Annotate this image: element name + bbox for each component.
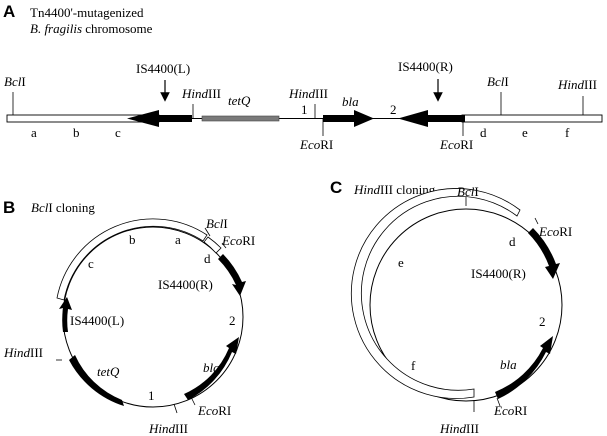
hindiii-mid-label: HindIII bbox=[288, 86, 328, 101]
plasmid-b-is4400-right-label: IS4400(R) bbox=[158, 277, 213, 292]
plasmid-b-segment-1-label: 1 bbox=[148, 388, 155, 403]
plasmid-c-segment-d-label: d bbox=[509, 234, 516, 249]
plasmid-c-bla bbox=[495, 336, 553, 399]
plasmid-b-hindiii-left-label: HindIII bbox=[3, 345, 43, 360]
plasmid-c-bla-label: bla bbox=[500, 357, 517, 372]
plasmid-c-segment-f-label: f bbox=[411, 358, 416, 373]
plasmid-b-segment-b-label: b bbox=[129, 232, 136, 247]
panel-c-title: HindIII cloning bbox=[353, 182, 436, 197]
plasmid-b-hindiii-bottom-site bbox=[173, 403, 178, 414]
bla-gene bbox=[323, 110, 374, 127]
plasmid-c-backbone bbox=[369, 208, 563, 402]
panel-b-letter: B bbox=[3, 198, 15, 217]
plasmid-c-hindiii-bottom-label: HindIII bbox=[439, 421, 479, 436]
plasmid-b-is4400-left-label: IS4400(L) bbox=[70, 313, 124, 328]
plasmid-b-bla bbox=[184, 337, 239, 400]
plasmid-b-bla-label: bla bbox=[203, 360, 220, 375]
plasmid-b-bcli-label: BclI bbox=[206, 216, 228, 231]
plasmid-c-chromosome-band bbox=[351, 188, 521, 399]
plasmid-b-is4400-right bbox=[218, 254, 246, 296]
plasmid-c-is4400-right bbox=[528, 228, 560, 279]
segment-a-label: a bbox=[31, 125, 37, 140]
ecori-mid-label: EcoRI bbox=[299, 137, 333, 152]
plasmid-b-ecori-top-label: EcoRI bbox=[221, 233, 255, 248]
segment-c-label: c bbox=[115, 125, 121, 140]
segment-1-label: 1 bbox=[301, 102, 308, 117]
segment-d-label: d bbox=[480, 125, 487, 140]
plasmid-b-tetq-label: tetQ bbox=[97, 364, 120, 379]
panel-a-letter: A bbox=[3, 2, 15, 21]
plasmid-b-segment-c-label: c bbox=[88, 256, 94, 271]
is4400-left-element bbox=[127, 110, 192, 127]
hindiii-left-label: HindIII bbox=[181, 86, 221, 101]
bcli-right-label: BclI bbox=[487, 74, 509, 89]
plasmid-b-segment-a-label: a bbox=[175, 232, 181, 247]
plasmid-c-segment-e-label: e bbox=[398, 255, 404, 270]
is4400-left-label: IS4400(L) bbox=[136, 61, 190, 76]
plasmid-b-ecori-bottom-label: EcoRI bbox=[197, 403, 231, 418]
panel-c: C HindIII cloning BclI EcoRI d IS4400(R)… bbox=[330, 178, 572, 436]
plasmid-b-segment-d-band bbox=[203, 236, 222, 254]
panel-a-title-line1: Tn4400'-mutagenized bbox=[30, 5, 144, 20]
plasmid-b-tetq bbox=[69, 355, 124, 406]
plasmid-c-is4400-right-label: IS4400(R) bbox=[471, 266, 526, 281]
plasmid-b-segment-2-label: 2 bbox=[229, 313, 236, 328]
plasmid-c-ecori-bottom-label: EcoRI bbox=[493, 403, 527, 418]
hindiii-right-label: HindIII bbox=[557, 77, 597, 92]
plasmid-b-hindiii-bottom-label: HindIII bbox=[148, 421, 188, 436]
plasmid-b-ecori-bottom-site bbox=[190, 396, 196, 406]
plasmid-b-is4400-left bbox=[59, 297, 72, 332]
segment-b-label: b bbox=[73, 125, 80, 140]
bla-label: bla bbox=[342, 94, 359, 109]
panel-a-title-line2: B. fragilis chromosome bbox=[30, 21, 153, 36]
plasmid-c-ecori-top-site bbox=[534, 217, 539, 225]
segment-e-label: e bbox=[522, 125, 528, 140]
plasmid-c-ecori-top-label: EcoRI bbox=[538, 224, 572, 239]
plasmid-c-ecori-bottom-site bbox=[496, 397, 501, 407]
plasmid-b-chromosome-band bbox=[56, 218, 208, 301]
bcli-left-label: BclI bbox=[4, 74, 26, 89]
plasmid-c-segment-2-label: 2 bbox=[539, 314, 546, 329]
panel-c-letter: C bbox=[330, 178, 342, 197]
chromosome-right-bar bbox=[461, 114, 603, 123]
plasmid-b-segment-d-label: d bbox=[204, 251, 211, 266]
ecori-right-label: EcoRI bbox=[439, 137, 473, 152]
tetq-gene bbox=[201, 115, 280, 122]
panel-b-title: BclI cloning bbox=[31, 200, 95, 215]
plasmid-c-bcli-label: BclI bbox=[457, 184, 479, 199]
panel-b: B BclI cloning BclI EcoRI IS4400(R) IS44… bbox=[3, 198, 255, 436]
segment-2-label: 2 bbox=[390, 102, 397, 117]
is4400-right-label: IS4400(R) bbox=[398, 59, 453, 74]
plasmid-b-bcli-site bbox=[204, 227, 211, 237]
segment-f-label: f bbox=[565, 125, 570, 140]
is4400-right-element bbox=[398, 110, 465, 127]
tetq-label: tetQ bbox=[228, 93, 251, 108]
panel-a: A Tn4400'-mutagenized B. fragilis chromo… bbox=[3, 2, 603, 152]
plasmid-b-ecori-top-site bbox=[221, 242, 227, 249]
